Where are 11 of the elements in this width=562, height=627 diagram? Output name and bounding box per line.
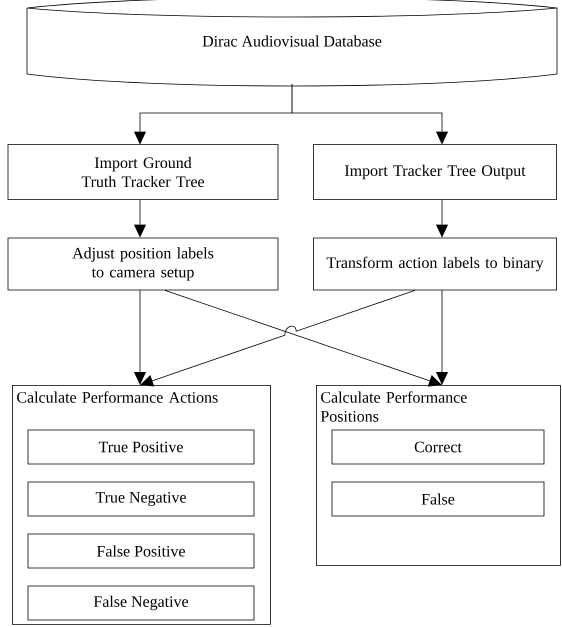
process-box: Import Ground Truth Tracker Tree <box>8 144 278 200</box>
result-box: True Positive <box>28 430 254 464</box>
result-box: False Negative <box>28 586 254 620</box>
result-box: False <box>332 482 544 516</box>
process-box: Import Tracker Tree Output <box>313 144 557 200</box>
database-cylinder: Dirac Audiovisual Database <box>26 0 558 86</box>
process-box: Transform action labels to binary <box>313 238 557 290</box>
result-box: Correct <box>332 430 544 464</box>
result-box: False Positive <box>28 534 254 568</box>
result-box: True Negative <box>28 482 254 516</box>
process-box: Adjust position labels to camera setup <box>8 238 278 290</box>
